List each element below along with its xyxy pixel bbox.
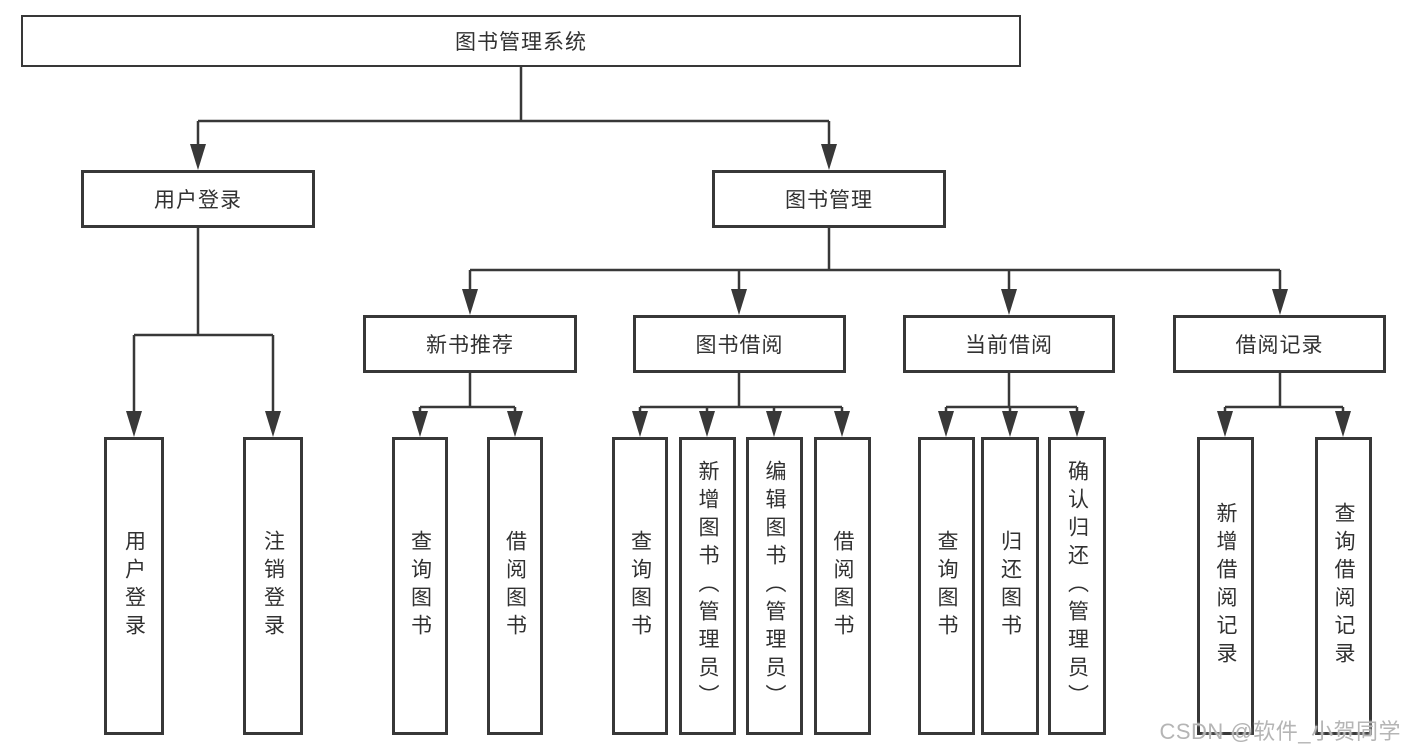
leaf-logout-label: 注销登录 <box>261 530 285 642</box>
node-library-system: 图书管理系统 <box>21 15 1021 67</box>
leaf-query-borrow-record: 查询借阅记录 <box>1315 437 1372 735</box>
node-book-borrowing-label: 图书借阅 <box>695 334 784 357</box>
leaf-recommend-borrow-books: 借阅图书 <box>487 437 543 735</box>
leaf-add-borrow-record: 新增借阅记录 <box>1197 437 1254 735</box>
leaf-confirm-return-admin: 确认归还（管理员） <box>1048 437 1106 735</box>
leaf-add-books-admin: 新增图书（管理员） <box>679 437 736 735</box>
node-library-system-label: 图书管理系统 <box>455 31 587 54</box>
node-new-book-recommendation: 新书推荐 <box>363 315 577 373</box>
node-book-borrowing: 图书借阅 <box>633 315 846 373</box>
leaf-add-borrow-record-label: 新增借阅记录 <box>1214 502 1237 670</box>
leaf-borrowing-query-books: 查询图书 <box>612 437 668 735</box>
leaf-user-login-label: 用户登录 <box>122 530 146 642</box>
leaf-return-books: 归还图书 <box>981 437 1039 735</box>
leaf-return-books-label: 归还图书 <box>998 530 1022 642</box>
leaf-current-query-books: 查询图书 <box>918 437 975 735</box>
leaf-borrow-books-label: 借阅图书 <box>831 530 854 642</box>
leaf-recommend-query-books: 查询图书 <box>392 437 448 735</box>
node-book-management-branch-label: 图书管理 <box>785 189 873 212</box>
node-user-login-branch-label: 用户登录 <box>154 189 242 212</box>
leaf-recommend-query-books-label: 查询图书 <box>408 530 432 642</box>
connector-paths <box>132 67 1345 418</box>
leaf-current-query-books-label: 查询图书 <box>935 530 958 642</box>
leaf-query-borrow-record-label: 查询借阅记录 <box>1332 502 1355 670</box>
node-current-borrowing-label: 当前借阅 <box>965 334 1053 357</box>
leaf-recommend-borrow-books-label: 借阅图书 <box>503 530 527 642</box>
node-new-book-recommendation-label: 新书推荐 <box>426 334 514 357</box>
leaf-borrow-books: 借阅图书 <box>814 437 871 735</box>
node-current-borrowing: 当前借阅 <box>903 315 1115 373</box>
arrowheads <box>126 144 1351 437</box>
node-user-login-branch: 用户登录 <box>81 170 315 228</box>
csdn-watermark: CSDN @软件_小贺同学 <box>1159 719 1401 744</box>
leaf-user-login: 用户登录 <box>104 437 164 735</box>
node-borrowing-records-label: 借阅记录 <box>1235 334 1324 357</box>
node-borrowing-records: 借阅记录 <box>1173 315 1386 373</box>
leaf-add-books-admin-label: 新增图书（管理员） <box>696 460 719 712</box>
node-book-management-branch: 图书管理 <box>712 170 946 228</box>
leaf-edit-books-admin-label: 编辑图书（管理员） <box>763 460 786 712</box>
leaf-borrowing-query-books-label: 查询图书 <box>628 530 652 642</box>
leaf-logout: 注销登录 <box>243 437 303 735</box>
leaf-edit-books-admin: 编辑图书（管理员） <box>746 437 803 735</box>
leaf-confirm-return-admin-label: 确认归还（管理员） <box>1065 460 1089 712</box>
